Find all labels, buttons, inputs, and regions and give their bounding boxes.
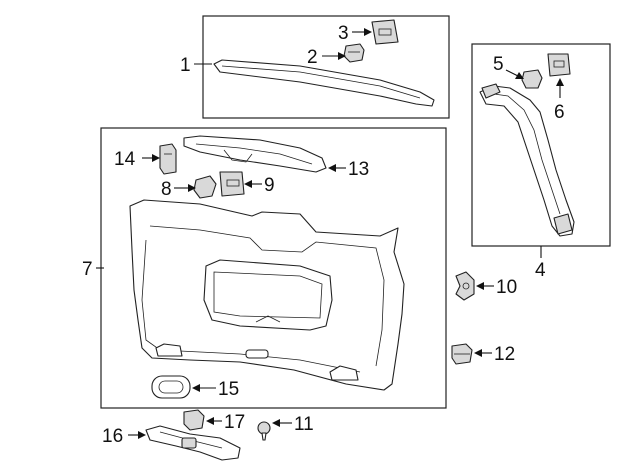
part-14-clip <box>159 143 177 175</box>
part-7-lower-panel <box>129 199 405 391</box>
callout-9: 9 <box>264 175 275 196</box>
callout-1: 1 <box>180 55 191 76</box>
part-10-clip <box>455 271 475 301</box>
leader-lines <box>96 28 564 439</box>
part-4-pillar-trim <box>479 83 575 237</box>
part-16-bracket <box>145 425 241 461</box>
callout-15: 15 <box>218 379 239 400</box>
callout-13: 13 <box>348 159 369 180</box>
part-1-header-trim <box>213 59 435 107</box>
box-group-1 <box>202 15 450 119</box>
callout-11: 11 <box>294 414 314 435</box>
part-9-pad <box>219 171 245 197</box>
callout-14: 14 <box>114 149 136 170</box>
callout-8: 8 <box>161 179 172 200</box>
part-6-pad <box>547 53 571 77</box>
part-12-clip <box>451 343 473 365</box>
part-11-screw <box>257 421 271 441</box>
part-15-bezel <box>151 375 191 399</box>
callout-17: 17 <box>224 412 245 433</box>
part-2-clip <box>343 43 365 63</box>
part-13-handle-trim <box>183 135 327 173</box>
callout-6: 6 <box>554 102 565 123</box>
callout-12: 12 <box>494 344 515 365</box>
part-17-clip <box>183 409 205 431</box>
callout-2: 2 <box>307 47 318 68</box>
part-3-pad <box>371 19 399 45</box>
part-8-clip <box>193 175 217 199</box>
callout-5: 5 <box>493 54 504 75</box>
callout-3: 3 <box>338 23 349 44</box>
callout-16: 16 <box>102 426 123 447</box>
part-5-clip <box>521 69 543 89</box>
callout-4: 4 <box>535 260 546 281</box>
callout-10: 10 <box>496 277 517 298</box>
callout-7: 7 <box>82 259 93 280</box>
